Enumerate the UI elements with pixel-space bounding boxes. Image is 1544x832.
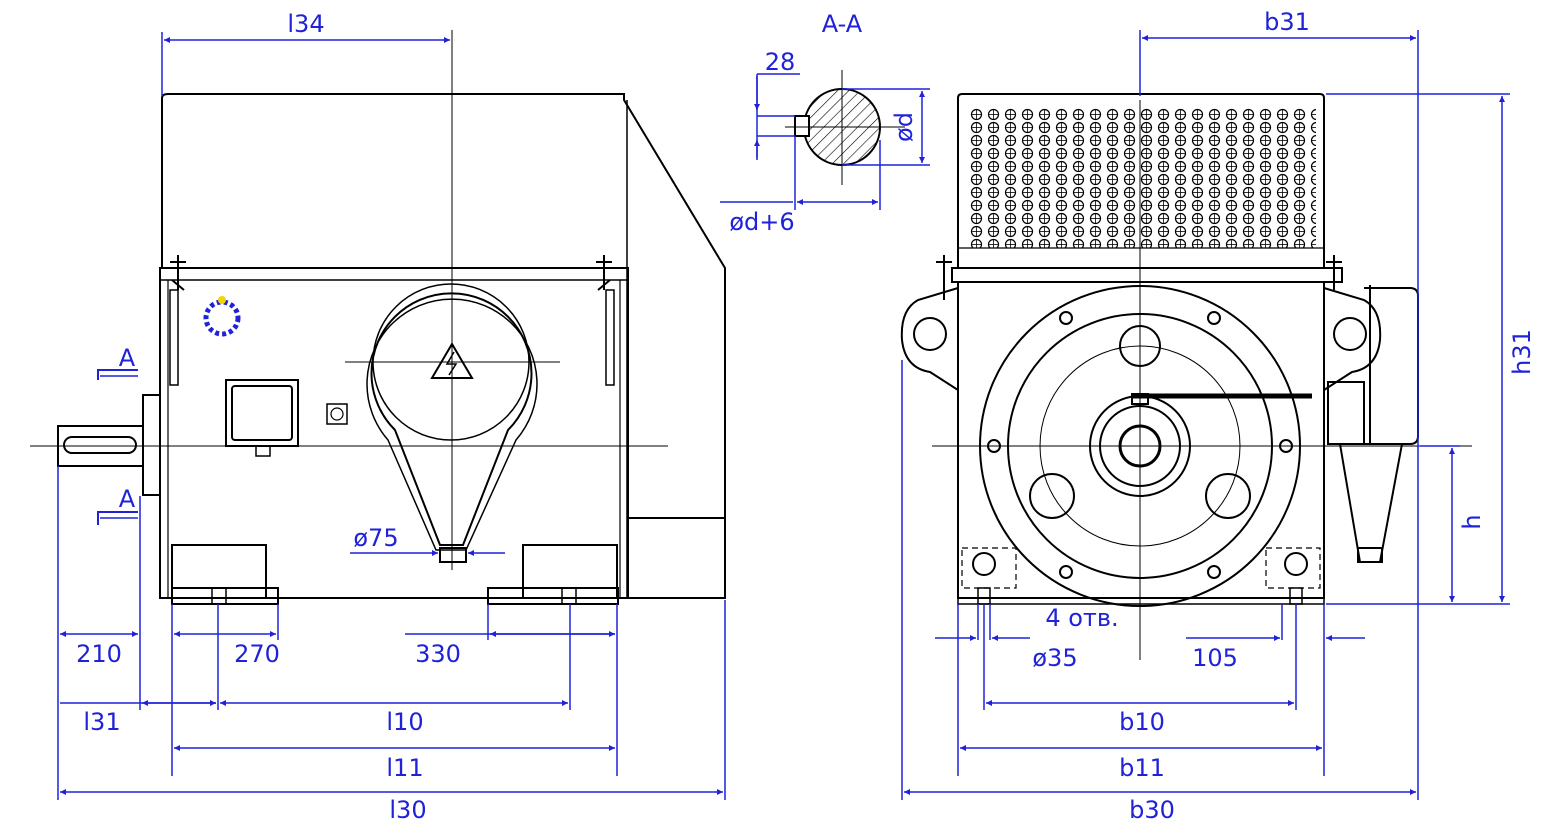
label-l31: l31 (83, 708, 120, 736)
shaft-key (63, 436, 137, 454)
terminal-box (225, 379, 299, 447)
label-d35: ø35 (1032, 644, 1077, 672)
section-a-a (785, 70, 905, 185)
bearing-cap (142, 394, 161, 496)
label-l10: l10 (386, 708, 423, 736)
label-d75: ø75 (353, 524, 398, 552)
label-od: ød (890, 112, 918, 142)
label-b30: b30 (1129, 796, 1175, 824)
front-frame (957, 281, 1325, 599)
label-105: 105 (1192, 644, 1238, 672)
earth-terminal (326, 403, 348, 425)
label-section-mark-bottom: A (119, 485, 136, 513)
label-l30: l30 (389, 796, 426, 824)
cooler-hood (161, 93, 726, 599)
label-section-a-a: A-A (822, 10, 863, 38)
front-view (900, 93, 1419, 607)
label-h31: h31 (1508, 329, 1536, 375)
grounding-icon (203, 296, 241, 337)
label-holes: 4 отв. (1045, 604, 1118, 632)
label-h: h (1458, 514, 1486, 529)
label-l34: l34 (287, 10, 324, 38)
pear-plate (370, 292, 533, 546)
label-b31: b31 (1264, 8, 1310, 36)
label-section-mark-top: A (119, 344, 136, 372)
label-od-plus-6: ød+6 (729, 208, 794, 236)
label-l11: l11 (386, 754, 423, 782)
foot-left (171, 544, 267, 599)
label-210: 210 (76, 640, 122, 668)
cooler-block (957, 93, 1325, 268)
label-28: 28 (765, 48, 796, 76)
dimensions (57, 30, 1510, 800)
label-b10: b10 (1119, 708, 1165, 736)
label-b11: b11 (1119, 754, 1165, 782)
label-330: 330 (415, 640, 461, 668)
foot-right (522, 544, 618, 599)
label-270: 270 (234, 640, 280, 668)
